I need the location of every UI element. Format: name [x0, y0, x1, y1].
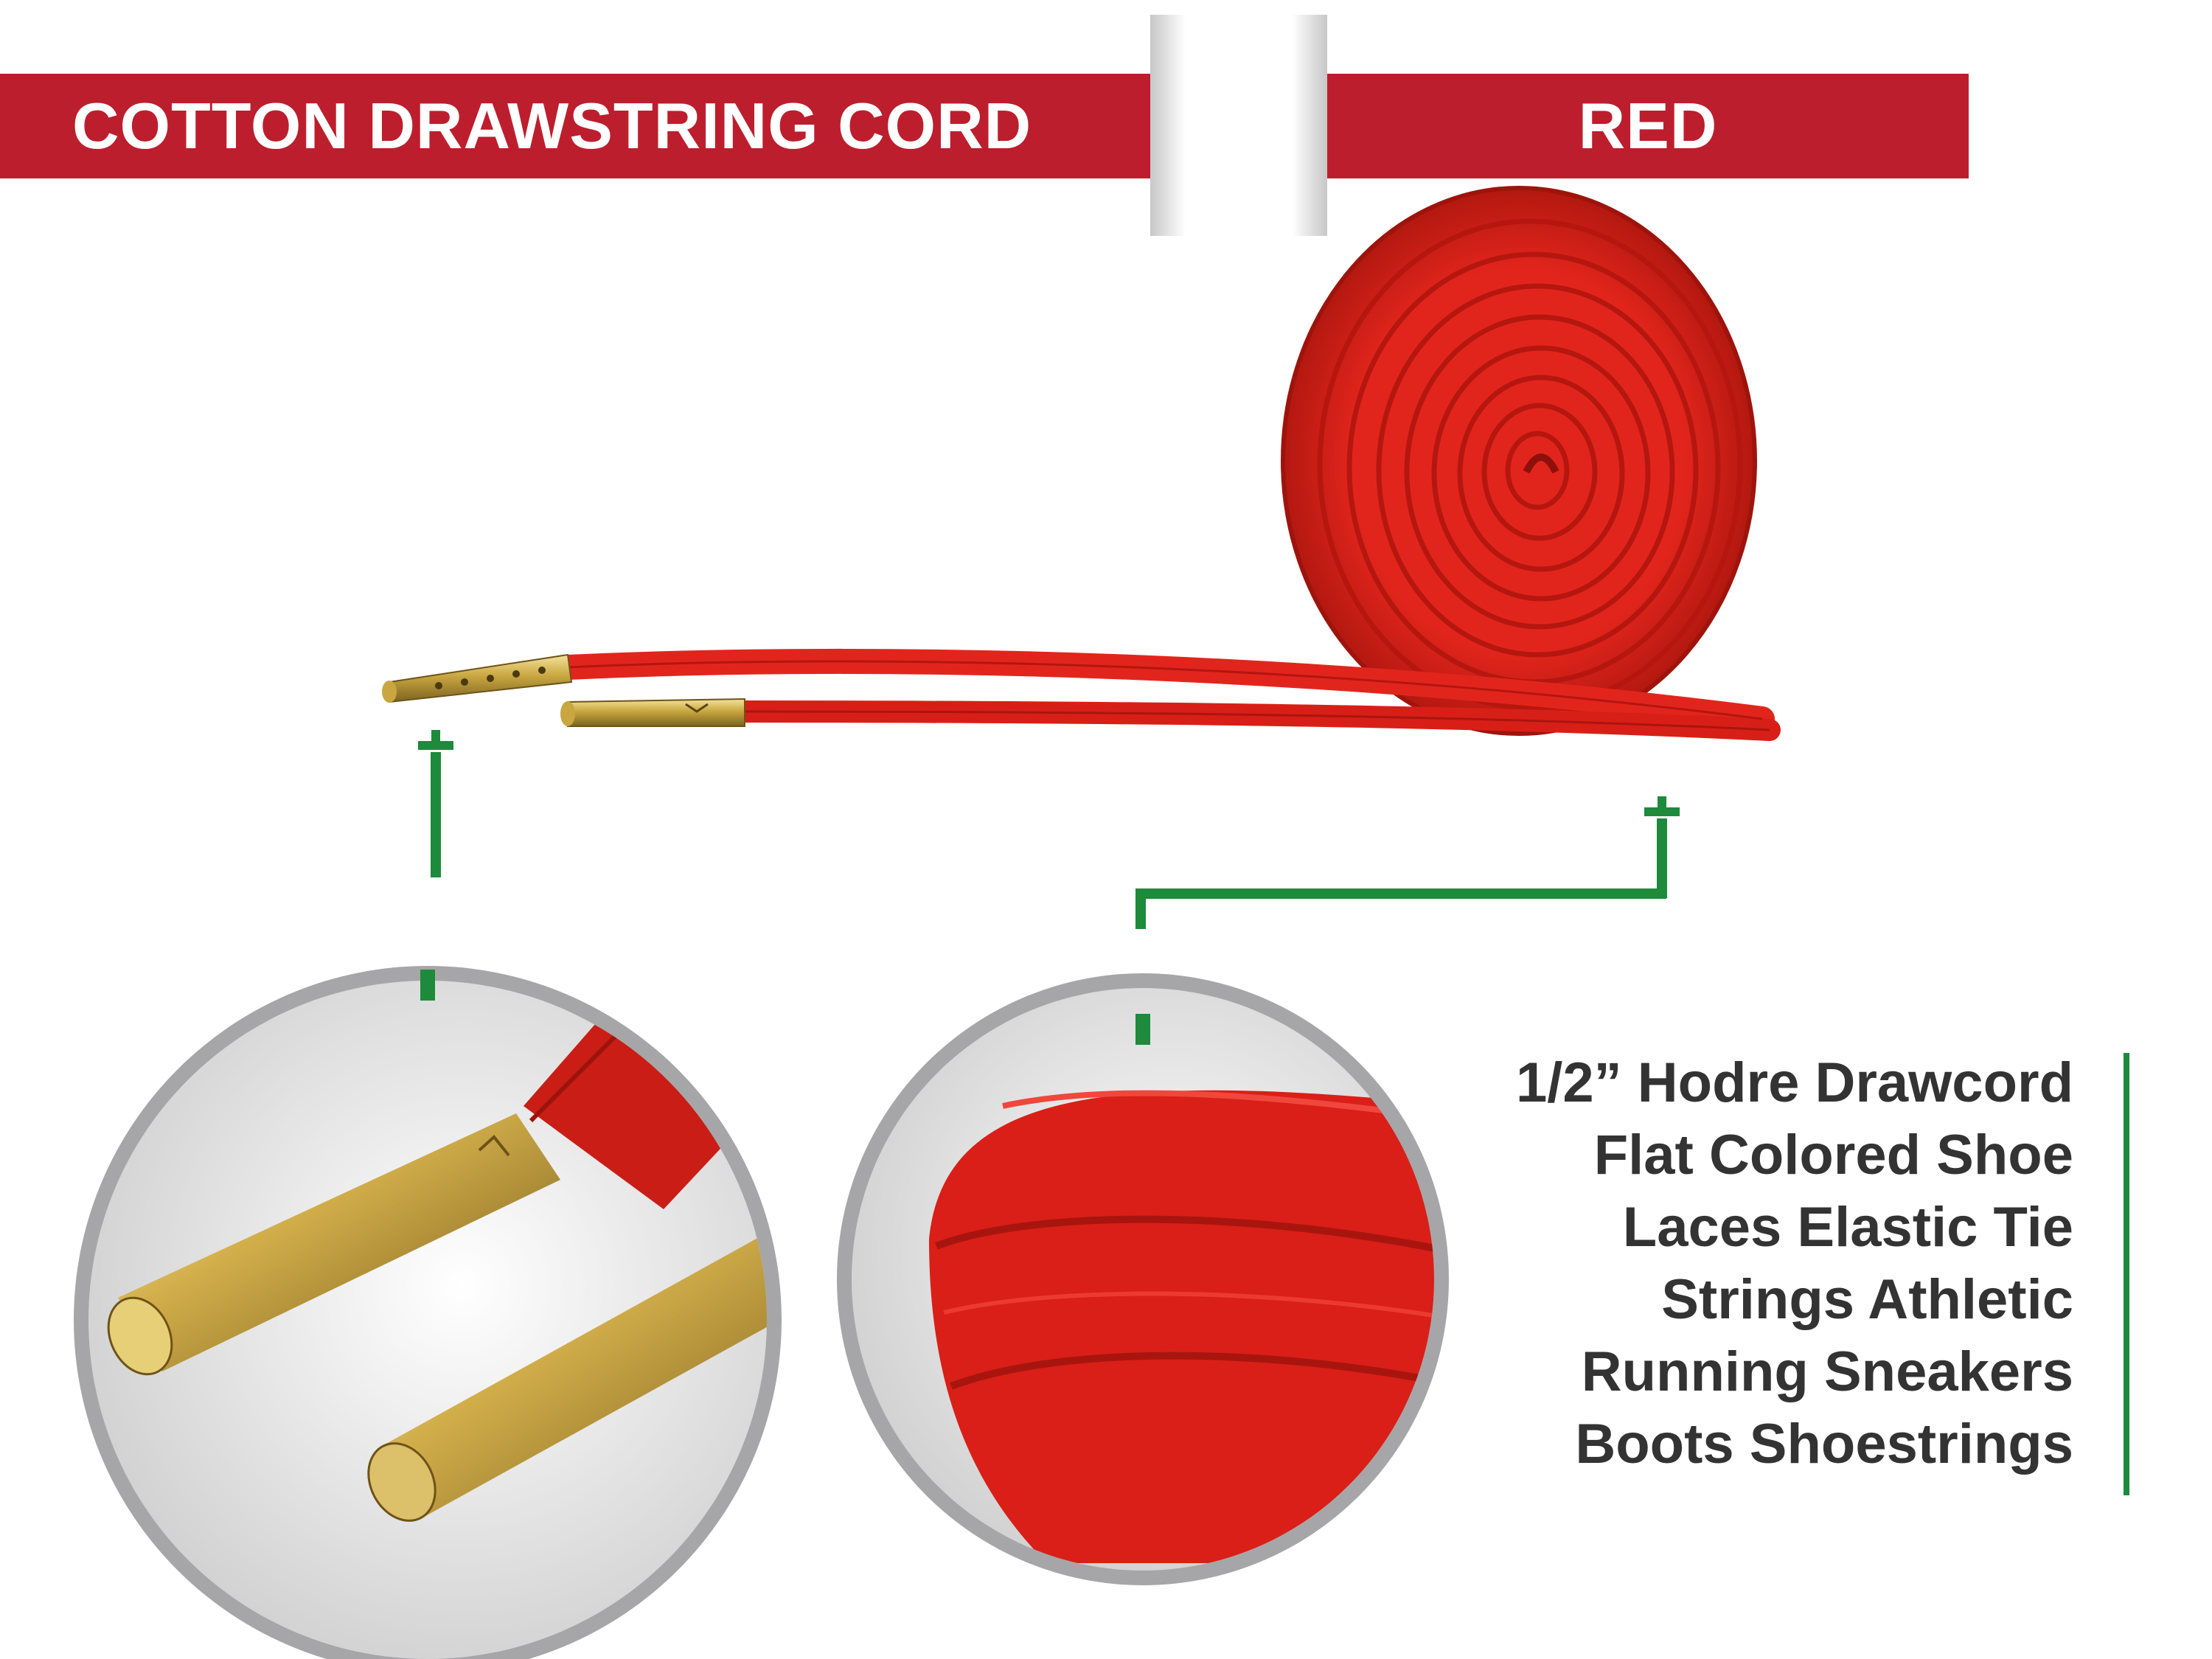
cord-closeup	[837, 973, 1449, 1585]
product-description: 1/2” Hodre Drawcord Flat Colored Shoe La…	[1516, 1047, 2073, 1481]
description-line: Strings Athletic	[1661, 1268, 2073, 1331]
description-line: Flat Colored Shoe	[1593, 1124, 2073, 1186]
aglet-closeup	[74, 966, 782, 1659]
title-text: COTTON DRAWSTRING CORD	[72, 89, 1032, 162]
banner-shadow	[1292, 15, 1327, 236]
banner-shadow	[1150, 15, 1186, 236]
color-banner: RED	[1327, 74, 1969, 178]
arrow-up-icon	[418, 730, 1680, 929]
coiled-cord	[1281, 186, 1757, 736]
description-line: 1/2” Hodre Drawcord	[1516, 1051, 2073, 1114]
description-divider	[2124, 1053, 2129, 1495]
description-line: Boots Shoestrings	[1575, 1413, 2073, 1475]
title-banner: COTTON DRAWSTRING CORD	[0, 74, 1150, 178]
description-line: Laces Elastic Tie	[1622, 1196, 2073, 1259]
color-label: RED	[1578, 89, 1718, 162]
cord-strands	[555, 648, 1781, 741]
description-line: Running Sneakers	[1581, 1340, 2073, 1403]
aglet-tips	[382, 653, 745, 727]
